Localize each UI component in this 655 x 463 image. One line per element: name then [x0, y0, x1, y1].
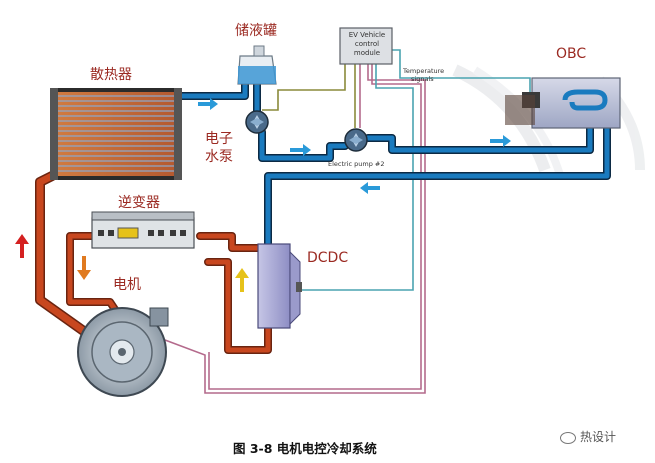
signal-wire-pump1 [262, 63, 346, 111]
figure-caption: 图 3-8 电机电控冷却系统 [233, 441, 377, 456]
reservoir [237, 45, 277, 85]
ev-control-module-line2: control [354, 40, 380, 48]
inverter [91, 211, 195, 249]
radiator-label: 散热器 [90, 67, 132, 83]
temperature-signals-line2: signals [411, 75, 434, 83]
motor-label: 电机 [113, 277, 141, 293]
obc-unit [505, 77, 621, 129]
flow-arrow-left [360, 182, 380, 194]
flow-arrow-down-orange [77, 256, 91, 280]
coolant-pipes [35, 74, 611, 354]
dcdc-unit [257, 243, 302, 329]
ev-control-module [339, 27, 393, 65]
electric-pump-2 [344, 128, 368, 152]
temperature-signals-label: Temperature signals [403, 67, 444, 83]
flow-arrow-right-1 [198, 98, 218, 110]
electric-water-pump-label-line1: 电子 [205, 131, 233, 147]
motor [77, 307, 169, 397]
dcdc-label: DCDC [307, 250, 349, 266]
electric-water-pump-label-line2: 水泵 [205, 149, 233, 165]
flow-arrow-up-yellow [235, 268, 249, 292]
signal-wires [164, 49, 531, 394]
ev-control-module-line1: EV Vehicle [348, 31, 386, 39]
signal-wire-pink-2 [208, 63, 422, 390]
reservoir-label: 储液罐 [235, 23, 277, 39]
ev-control-module-label: EV Vehicle control module [346, 31, 388, 58]
watermark-text: 热设计 [580, 430, 617, 444]
watermark: 热设计 [560, 428, 616, 445]
electric-water-pump [245, 110, 269, 134]
ev-control-module-line3: module [353, 49, 381, 57]
flow-arrows [15, 98, 511, 292]
signal-wire-teal-obc [384, 49, 531, 96]
signal-wire-pink [164, 63, 426, 394]
inverter-label: 逆变器 [118, 195, 160, 211]
temperature-signals-line1: Temperature [403, 67, 445, 75]
radiator [50, 88, 182, 180]
wechat-icon [560, 431, 576, 444]
flow-arrow-right-3 [490, 135, 511, 147]
electric-pump-2-label: Electric pump #2 [328, 160, 385, 168]
flow-arrow-up-red [15, 234, 29, 258]
obc-label: OBC [556, 46, 587, 62]
flow-arrow-right-2 [290, 144, 311, 156]
signal-wire-teal [300, 63, 414, 291]
